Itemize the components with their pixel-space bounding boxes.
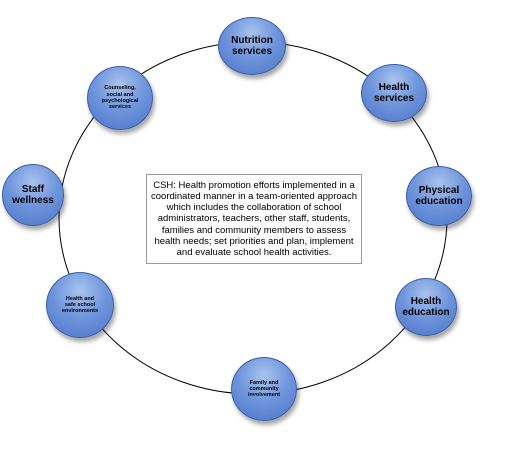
node-label: Staff wellness xyxy=(12,183,54,207)
node-label: Family and community involvement xyxy=(247,379,281,399)
node-nutrition-services: Nutrition services xyxy=(218,17,286,75)
node-physical-education: Physical education xyxy=(406,166,472,226)
node-label: Health education xyxy=(402,295,450,319)
node-label: Health services xyxy=(373,81,415,105)
node-label: Health and safe school environments xyxy=(61,295,99,315)
node-counseling-services: Counseling, social and psychological ser… xyxy=(87,66,153,130)
node-label: Counseling, social and psychological ser… xyxy=(101,85,139,111)
node-label: Physical education xyxy=(415,184,463,208)
node-health-services: Health services xyxy=(361,64,427,122)
node-health-education: Health education xyxy=(395,278,457,336)
node-label: Nutrition services xyxy=(231,34,273,58)
center-definition-text: CSH: Health promotion efforts implemente… xyxy=(151,180,357,258)
node-family-community-involvement: Family and community involvement xyxy=(231,357,297,421)
node-staff-wellness: Staff wellness xyxy=(2,164,64,226)
node-health-safe-environments: Health and safe school environments xyxy=(46,272,114,338)
center-definition-box: CSH: Health promotion efforts implemente… xyxy=(146,174,362,264)
